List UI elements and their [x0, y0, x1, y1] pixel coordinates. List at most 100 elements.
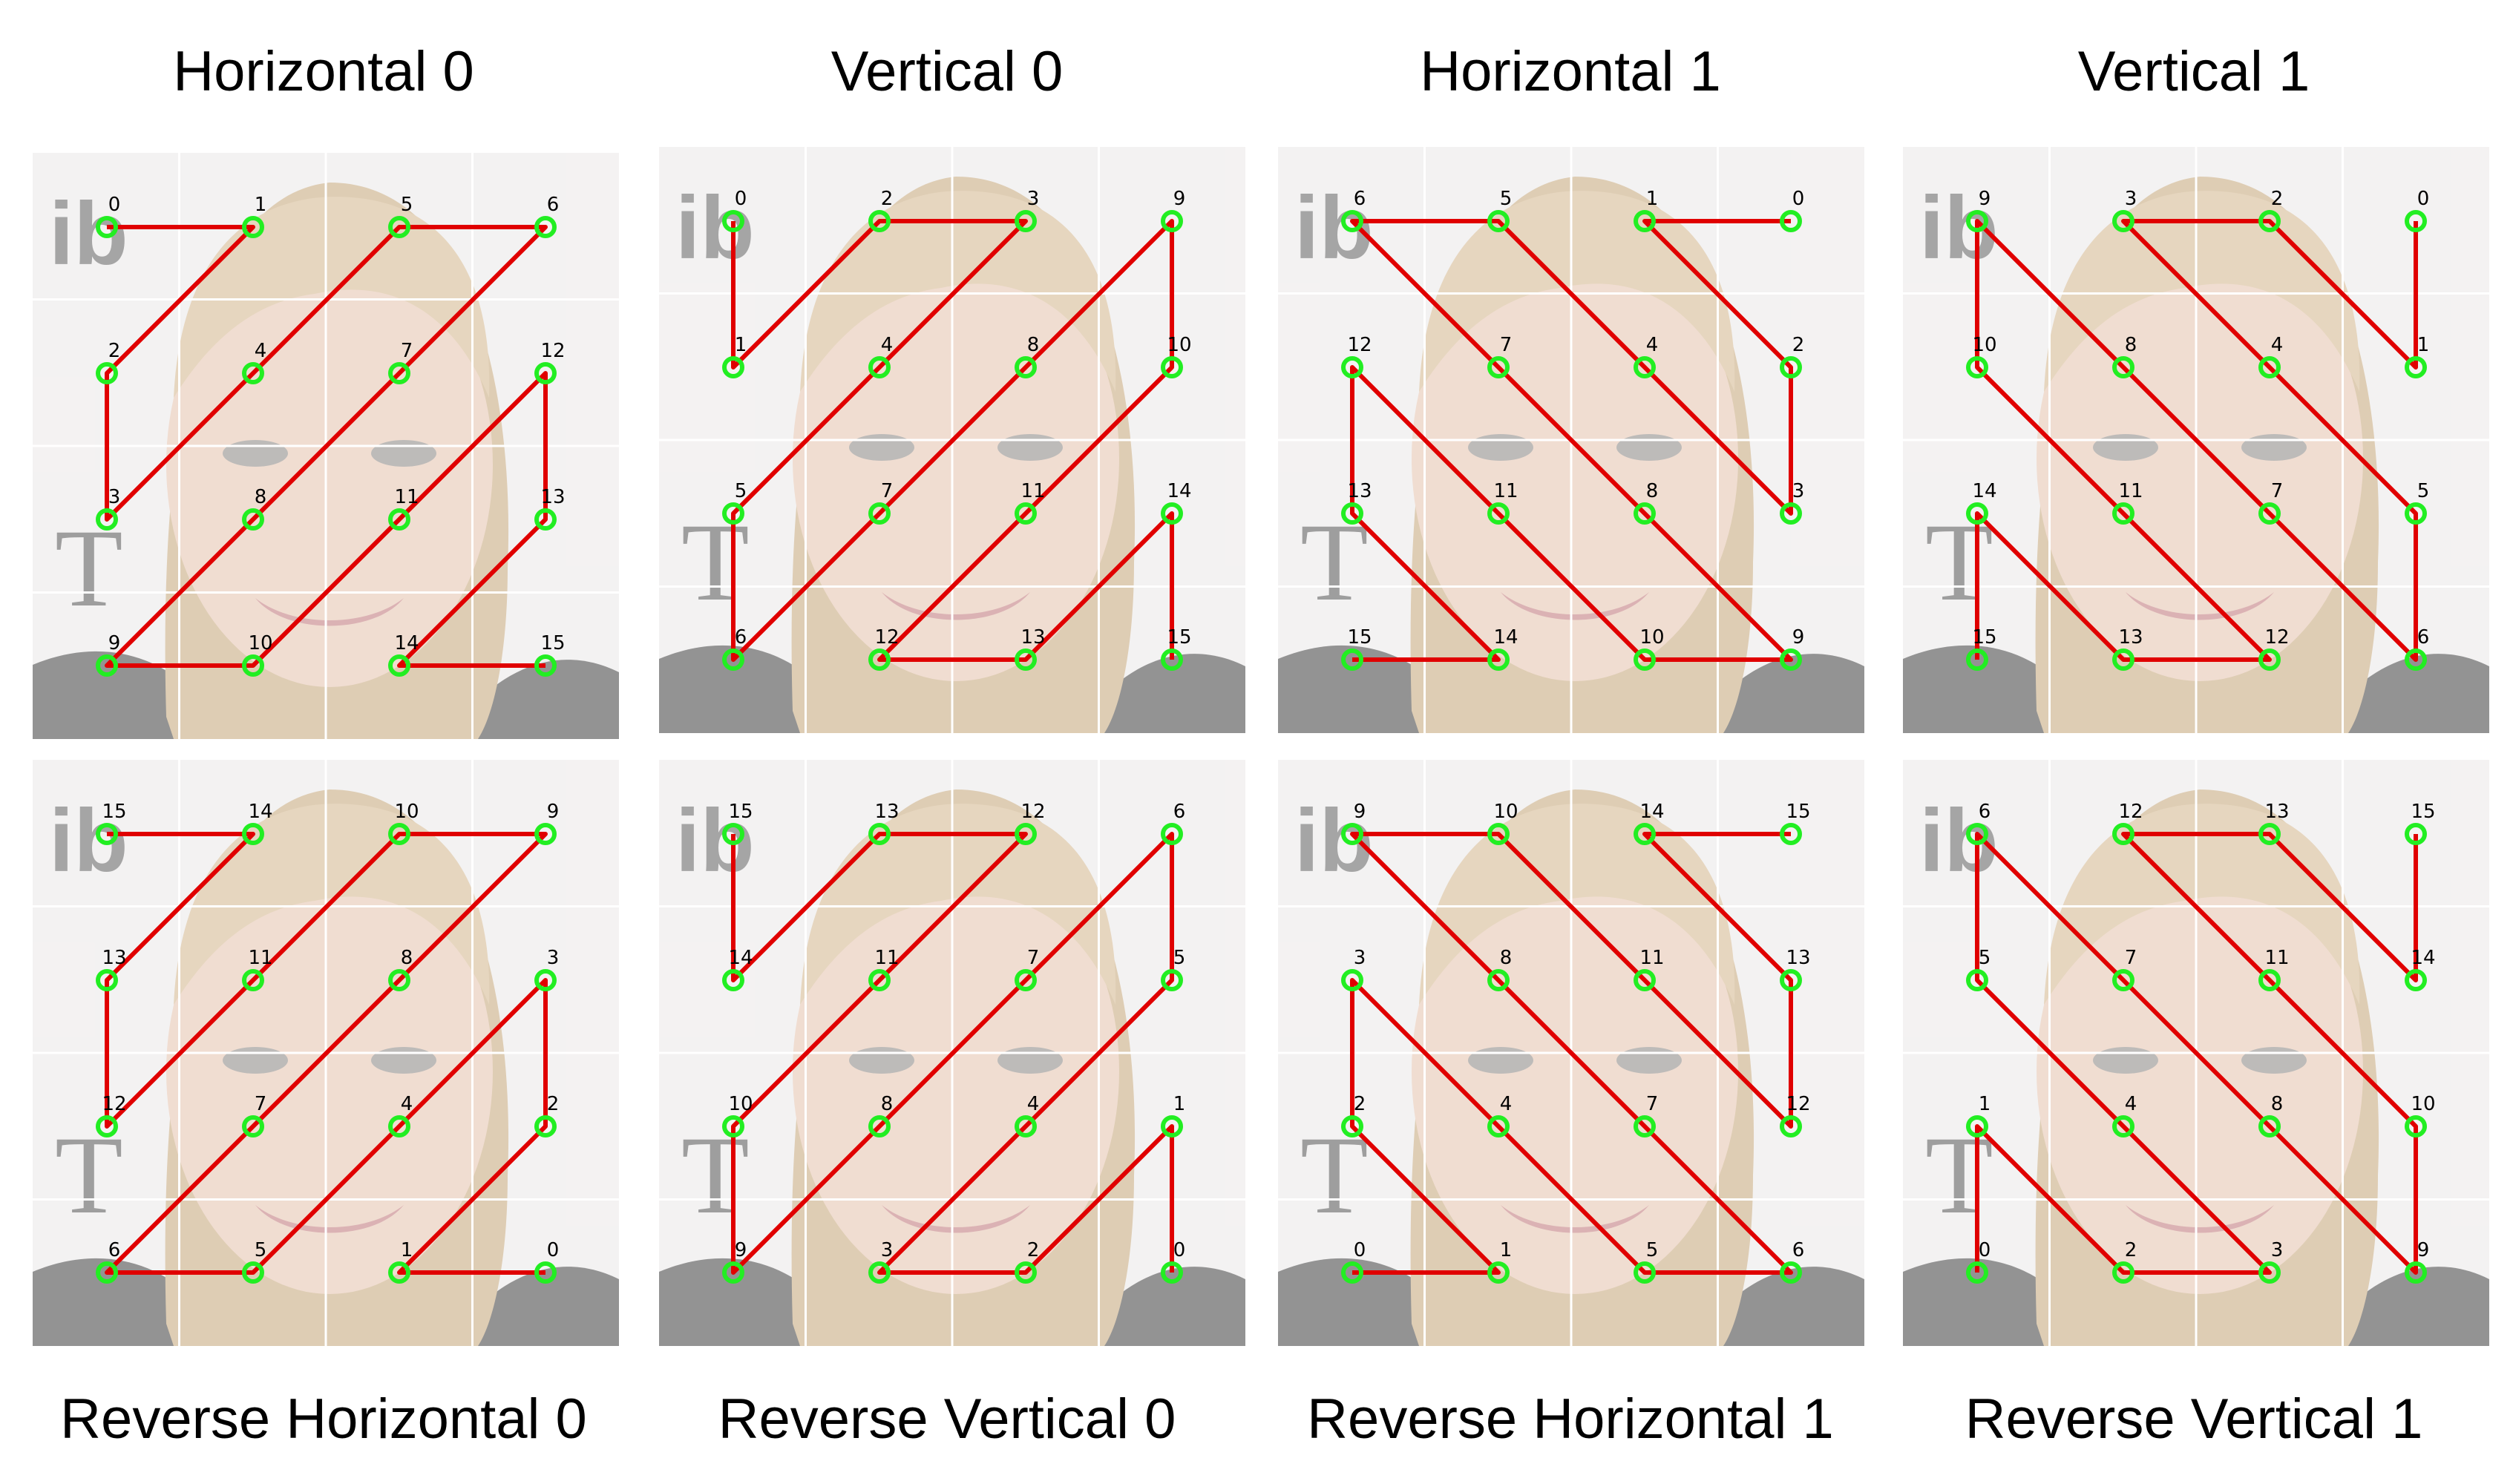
node-label: 12 [1020, 801, 1045, 823]
node-marker [2258, 356, 2281, 378]
node-marker [1487, 823, 1510, 845]
node-marker [1634, 1115, 1656, 1137]
node-marker [1341, 823, 1363, 845]
node-marker [722, 823, 744, 845]
node-marker [2405, 649, 2427, 671]
node-label: 3 [881, 1239, 894, 1261]
node-marker [1487, 1261, 1510, 1284]
node-marker [1634, 649, 1656, 671]
node-marker [868, 1115, 891, 1137]
node-marker [1487, 502, 1510, 525]
node-marker [2258, 823, 2281, 845]
node-label: 15 [102, 801, 126, 823]
node-label: 0 [1354, 1239, 1366, 1261]
node-marker [1341, 502, 1363, 525]
node-label: 15 [1167, 626, 1191, 649]
node-label: 10 [728, 1093, 753, 1115]
node-marker [388, 362, 410, 384]
title-vertical-0: Vertical 0 [830, 40, 1064, 103]
node-label: 14 [394, 632, 419, 654]
node-label: 5 [1979, 947, 1991, 969]
node-marker [1015, 1261, 1037, 1284]
node-label: 0 [735, 188, 747, 210]
node-label: 8 [2125, 334, 2137, 356]
node-marker [242, 362, 264, 384]
node-marker [2258, 969, 2281, 991]
node-marker [1161, 502, 1183, 525]
node-label: 2 [881, 188, 894, 210]
node-marker [2405, 823, 2427, 845]
node-label: 13 [1020, 626, 1045, 649]
node-label: 15 [1347, 626, 1372, 649]
node-label: 1 [2417, 334, 2430, 356]
node-label: 11 [394, 486, 419, 508]
node-label: 10 [248, 632, 272, 654]
node-label: 12 [2118, 801, 2143, 823]
node-marker [1341, 1261, 1363, 1284]
node-marker [868, 502, 891, 525]
title-vertical-1: Vertical 1 [2077, 40, 2310, 103]
node-label: 1 [255, 194, 267, 216]
node-marker [1966, 1261, 1988, 1284]
scan-path [1975, 219, 2418, 662]
node-label: 12 [540, 340, 565, 362]
node-label: 5 [1646, 1239, 1659, 1261]
node-marker [868, 356, 891, 378]
node-marker [1966, 649, 1988, 671]
node-label: 0 [547, 1239, 560, 1261]
node-label: 12 [102, 1093, 126, 1115]
node-label: 14 [1493, 626, 1518, 649]
node-marker [2258, 502, 2281, 525]
node-label: 5 [1173, 947, 1186, 969]
node-marker [96, 654, 118, 677]
node-marker [1634, 969, 1656, 991]
node-label: 15 [2411, 801, 2435, 823]
node-label: 9 [108, 632, 121, 654]
node-marker [1015, 210, 1037, 232]
node-marker [96, 1115, 118, 1137]
node-label: 4 [1027, 1093, 1040, 1115]
node-label: 9 [1792, 626, 1805, 649]
node-label: 8 [2271, 1093, 2284, 1115]
node-label: 13 [540, 486, 565, 508]
node-label: 0 [1979, 1239, 1991, 1261]
node-label: 10 [1639, 626, 1664, 649]
node-marker [1487, 1115, 1510, 1137]
node-label: 11 [2118, 480, 2143, 502]
node-marker [1341, 1115, 1363, 1137]
node-label: 15 [728, 801, 753, 823]
node-label: 8 [1500, 947, 1513, 969]
node-label: 12 [1786, 1093, 1810, 1115]
node-marker [722, 210, 744, 232]
node-marker [868, 969, 891, 991]
node-marker [96, 1261, 118, 1284]
node-marker [2405, 969, 2427, 991]
node-label: 2 [1027, 1239, 1040, 1261]
node-marker [1341, 969, 1363, 991]
node-label: 6 [1792, 1239, 1805, 1261]
node-marker [722, 1115, 744, 1137]
node-marker [722, 356, 744, 378]
node-label: 1 [735, 334, 747, 356]
caption-reverse-horizontal-0: Reverse Horizontal 0 [60, 1388, 587, 1451]
node-marker [534, 969, 557, 991]
node-label: 7 [2271, 480, 2284, 502]
node-marker [1966, 356, 1988, 378]
node-marker [534, 1115, 557, 1137]
node-label: 13 [2118, 626, 2143, 649]
node-marker [1341, 649, 1363, 671]
node-label: 0 [2417, 188, 2430, 210]
node-marker [2112, 1261, 2134, 1284]
node-marker [1161, 969, 1183, 991]
node-label: 1 [1173, 1093, 1186, 1115]
node-marker [96, 823, 118, 845]
node-marker [2258, 210, 2281, 232]
node-marker [722, 502, 744, 525]
node-marker [1015, 1115, 1037, 1137]
node-marker [96, 969, 118, 991]
node-label: 2 [1354, 1093, 1366, 1115]
node-label: 7 [881, 480, 894, 502]
